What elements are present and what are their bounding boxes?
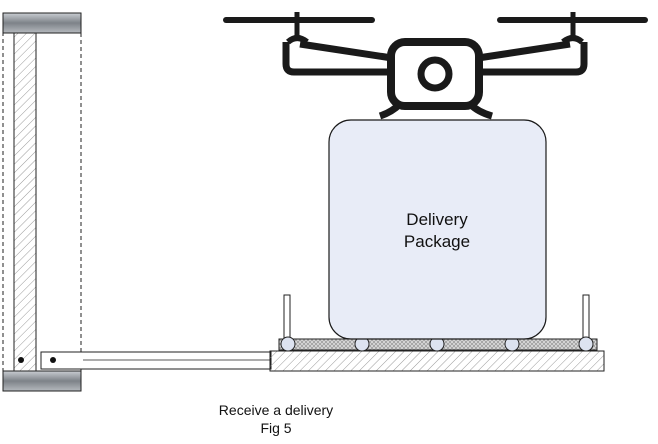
door-bottom-cap xyxy=(2,370,82,392)
roller xyxy=(578,336,594,352)
door-frame xyxy=(2,12,82,392)
door-panel xyxy=(13,32,37,372)
roller xyxy=(280,336,296,352)
package-box xyxy=(328,119,547,340)
caption-title: Receive a delivery xyxy=(219,402,333,418)
package-label-line1: Delivery xyxy=(406,210,468,229)
door-top-cap xyxy=(2,12,82,34)
delivery-package: Delivery Package xyxy=(328,119,547,340)
left-stop-post xyxy=(283,294,291,340)
door-hinge-dot xyxy=(18,357,24,363)
delivery-platform xyxy=(269,294,605,372)
caption-figure-number: Fig 5 xyxy=(260,420,291,436)
arm-bar xyxy=(40,351,272,370)
figure-caption: Receive a delivery Fig 5 xyxy=(219,402,333,436)
quadcopter-drone-icon xyxy=(223,12,648,120)
arm-pivot-dot xyxy=(50,357,56,363)
platform-base xyxy=(269,350,605,372)
right-stop-post xyxy=(582,294,590,340)
package-label-line2: Package xyxy=(404,232,470,251)
sliding-arm xyxy=(40,351,272,370)
